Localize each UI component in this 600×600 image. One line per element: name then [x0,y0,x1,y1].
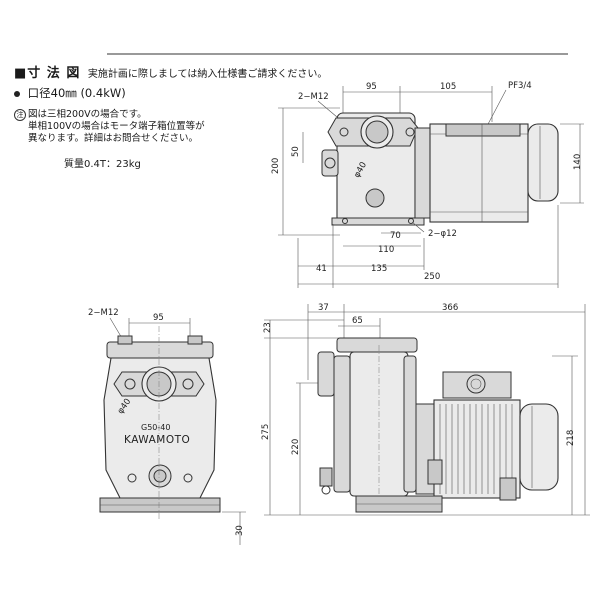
dim-side-23: 23 [263,322,273,333]
bullet-icon [14,90,20,97]
dim-front-m12: 2−M12 [88,308,119,318]
dim-top-200: 200 [271,158,281,174]
dim-side-366: 366 [442,303,458,313]
model-label: G50-40 [141,423,170,432]
dim-top-m12: 2−M12 [298,92,329,102]
page-title: ■寸 法 図 [14,66,81,81]
front-view-drawing: 2−M12 95 φ40 G50-40 KAWAMOTO [88,308,246,545]
title-notice: 実施計画に際しましては納入仕様書ご請求ください。 [87,69,328,80]
note-line-1: 図は三相200Vの場合です。 [28,109,147,120]
bore-spec: 口径40㎜ (0.4kW) [27,86,126,100]
dim-front-30: 30 [235,525,245,536]
dim-top-phi12: 2−φ12 [428,229,457,239]
dim-top-135: 135 [371,264,387,274]
dim-top-95: 95 [366,82,377,92]
spec-row: 口径40㎜ (0.4kW) [14,86,126,100]
mass-label: 質量0.4T：23kg [64,159,141,170]
dim-top-250: 250 [424,272,440,282]
note-line-3: 異なります。詳細はお問合せください。 [28,133,199,144]
brand-label: KAWAMOTO [124,434,190,446]
note-line-2: 単相100Vの場合はモータ端子箱位置等が [28,121,205,132]
dim-top-105: 105 [440,82,456,92]
side-view-drawing: 37 366 65 23 275 220 218 [261,303,590,516]
dim-top-pf34: PF3/4 [508,81,532,91]
dim-top-41: 41 [316,264,327,274]
dim-top-70: 70 [390,231,401,241]
dim-side-218: 218 [566,430,576,446]
dim-top-50: 50 [291,146,301,157]
note-mark-icon: 注 [14,109,26,121]
title-row: ■寸 法 図 実施計画に際しましては納入仕様書ご請求ください。 [14,67,327,82]
dim-side-275: 275 [261,424,271,440]
top-view-drawing: 95 105 PF3/4 2−M12 200 50 140 14 [271,81,584,288]
dim-front-95: 95 [153,313,164,323]
dim-side-37: 37 [318,303,329,313]
dim-side-65: 65 [352,316,363,326]
dim-top-110: 110 [378,245,394,255]
dim-top-140: 140 [573,154,583,170]
dim-side-220: 220 [291,439,301,455]
